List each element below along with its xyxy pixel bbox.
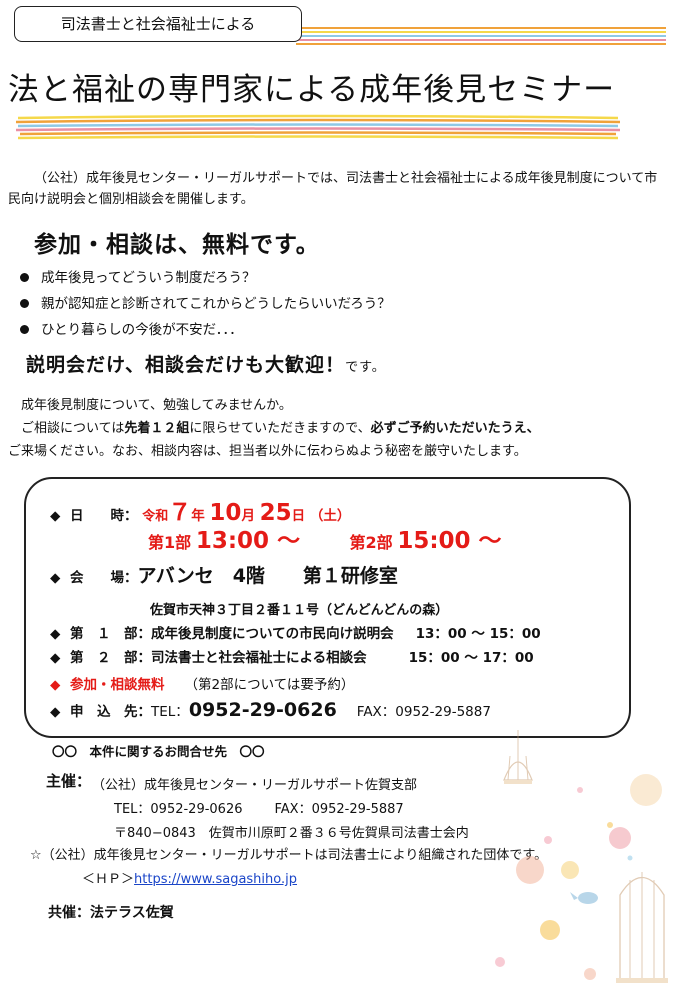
time-row: 第1部 13:00 〜 第2部 15:00 〜 [148,528,502,554]
list-item: 親が認知症と診断されてこれからどうしたらいいだろう？ [20,291,391,317]
fee-row: ◆参加・相談無料（第2部については要予約） [50,677,355,693]
question-list: 成年後見ってどういう制度だろう？ 親が認知症と診断されてこれからどうしたらいいだ… [20,265,391,343]
seminar-tag: 司法書士と社会福祉士による [14,6,302,42]
body-paragraph: 成年後見制度について、勉強してみませんか。 ご相談については先着１２組に限らせて… [8,398,540,459]
host-details: （公社）成年後見センター・リーガルサポート佐賀支部 TEL：0952-29-06… [92,778,469,841]
event-details-box: ◆日 時： 令和７年 10月 25日 （土） 第1部 13:00 〜 第2部 1… [24,477,631,738]
bullet-icon [20,299,29,308]
bullet-icon [20,273,29,282]
address-line: 佐賀市天神３丁目２番１１号（どんどんどんの森） [150,603,449,618]
list-item: ひとり暮らしの今後が不安だ．．． [20,317,391,343]
homepage-line: ＜ＨＰ＞https://www.sagashiho.jp [82,872,297,887]
organization-note: ☆（公社）成年後見センター・リーガルサポートは司法書士により組織された団体です。 [30,848,548,863]
decorative-stripes-top [296,27,666,45]
bullet-icon [20,325,29,334]
page-title: 法と福祉の専門家による成年後見セミナー [8,72,616,108]
contact-header: 〇〇 本件に関するお問合せ先 〇〇 [52,744,265,759]
decorative-birdcage-illustration [495,730,668,983]
decorative-stripes-bottom [15,114,620,140]
homepage-link[interactable]: https://www.sagashiho.jp [134,872,297,887]
list-item: 成年後見ってどういう制度だろう？ [20,265,391,291]
free-headline: 参加・相談は、無料です。 [34,232,320,258]
venue-row: ◆会 場：アバンセ 4階 第１研修室 [50,565,398,587]
intro-paragraph: （公社）成年後見センター・リーガルサポートでは、司法書士と社会福祉士による成年後… [8,171,658,207]
date-row: ◆日 時： 令和７年 10月 25日 （土） [50,500,351,526]
welcome-headline: 説明会だけ、相談会だけも大歓迎！です。 [26,354,386,376]
cohost-line: 共催：法テラス佐賀 [48,905,174,921]
host-label: 主催： [46,772,92,790]
